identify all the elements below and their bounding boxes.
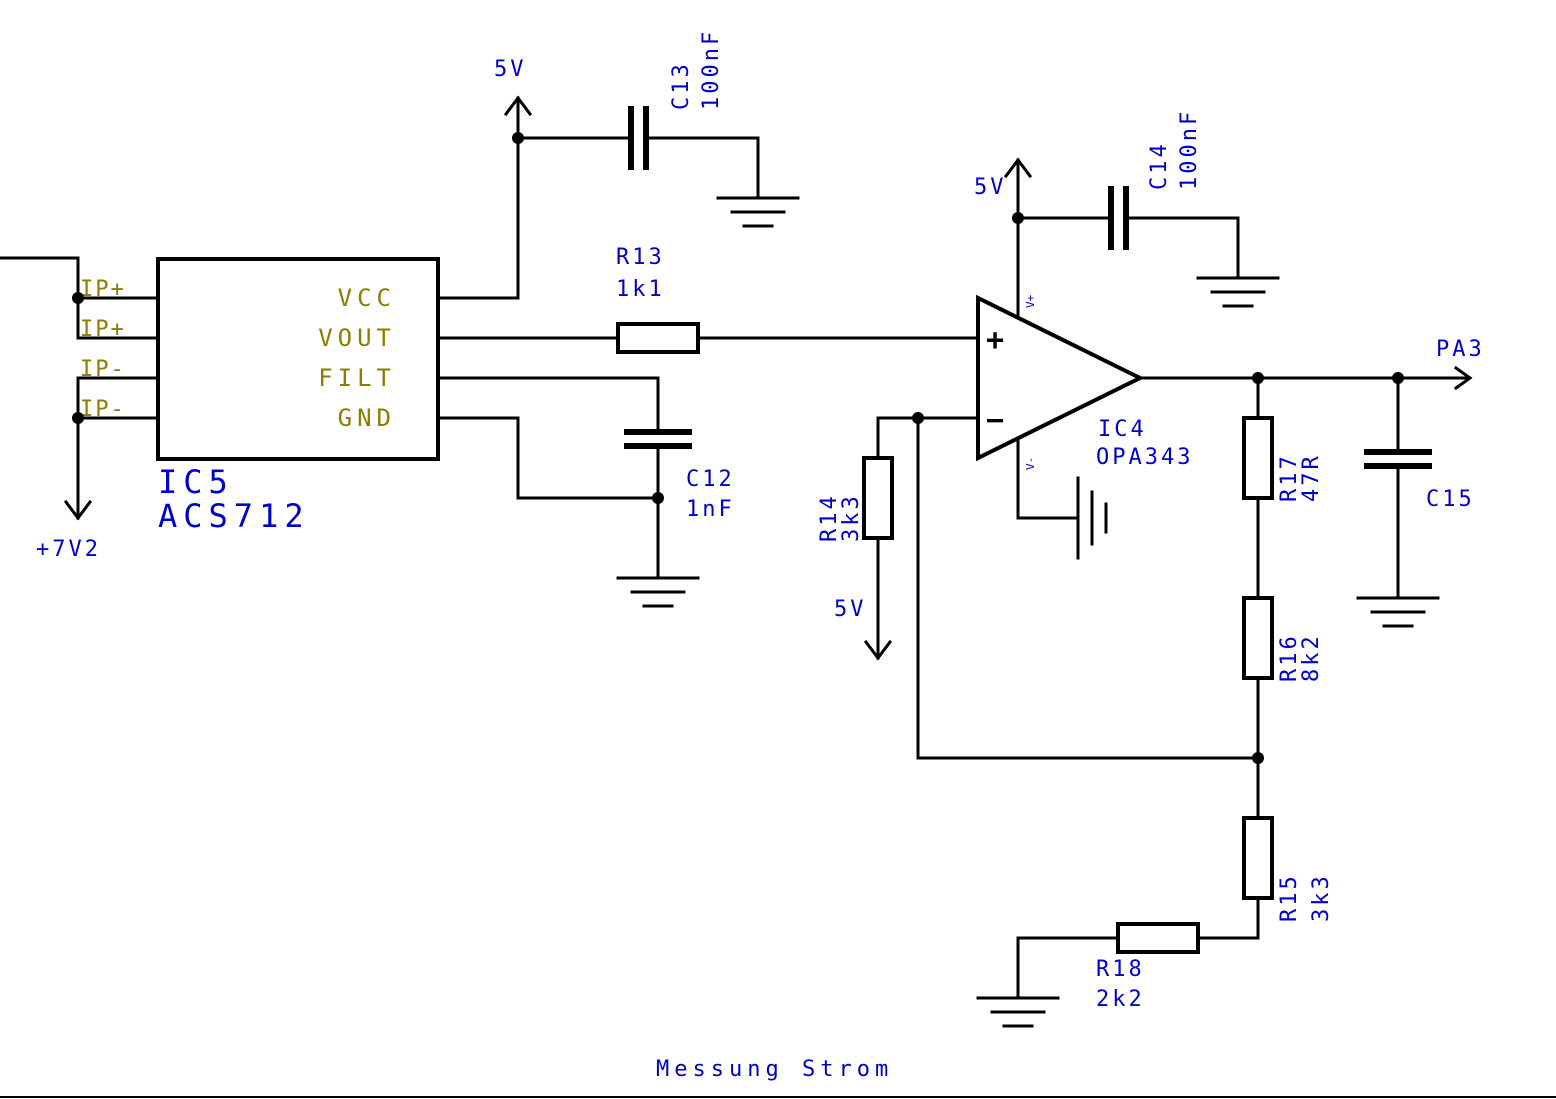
opamp-triangle: [976, 294, 1145, 462]
opamp-plus-symbol: +: [986, 323, 1004, 358]
ic5-ip-minus-2: IP-: [80, 397, 126, 422]
r18-name: R18: [1096, 957, 1145, 982]
c14-name: C14: [1147, 141, 1172, 190]
ic5-ip-minus-1: IP-: [80, 357, 126, 382]
net-pa3-label: PA3: [1436, 337, 1485, 362]
ic5-pin-filt: FILT: [318, 364, 396, 392]
c15-name: C15: [1426, 487, 1475, 512]
supply-5v-arrow-icon: [863, 639, 893, 661]
ground-icon: [1076, 476, 1108, 560]
ic4-opa343[interactable]: + − V+ V- IC4 OPA343: [976, 294, 1193, 470]
ic5-pin-vcc: VCC: [338, 284, 396, 312]
r13-name: R13: [616, 245, 665, 270]
ic5-pin-vout: VOUT: [318, 324, 396, 352]
r16-resistor: [1242, 596, 1274, 680]
opamp-minus-symbol: −: [986, 403, 1004, 438]
filt-net: [436, 376, 700, 608]
c12-value: 1nF: [686, 497, 735, 522]
opamp-vminus-label: V-: [1024, 457, 1037, 470]
ic5-ip-plus-2: IP+: [80, 317, 126, 342]
inverting-input-net: [862, 412, 1260, 760]
r18-resistor: [1116, 922, 1200, 954]
r18-value: 2k2: [1096, 987, 1145, 1012]
ic5-acs712[interactable]: VCC VOUT FILT GND IC5 ACS712: [156, 257, 440, 535]
vcc-net: 5V: [436, 57, 800, 300]
pa3-arrow-icon: [1453, 365, 1473, 391]
ic5-name: IC5: [158, 463, 234, 501]
net-7v2-label: +7V2: [36, 537, 101, 562]
ground-icon: [1356, 596, 1440, 628]
ic5-part: ACS712: [158, 497, 310, 535]
r13-resistor: [616, 322, 700, 354]
v7v2-arrow-icon: [63, 499, 93, 521]
vout-net: [436, 322, 980, 354]
ground-icon: [716, 196, 800, 228]
schematic-title: Messung Strom: [656, 1057, 893, 1082]
ic5-pin-gnd: GND: [338, 404, 396, 432]
r17-value: 47R: [1299, 453, 1324, 502]
output-net: [976, 365, 1473, 1028]
net-5v-label-3: 5V: [834, 597, 867, 622]
ground-icon: [976, 996, 1060, 1028]
r16-name: R16: [1277, 633, 1302, 682]
r14-value: 3k3: [839, 493, 864, 542]
r14-name: R14: [817, 493, 842, 542]
r17-name: R17: [1277, 453, 1302, 502]
net-5v-label-1: 5V: [494, 57, 527, 82]
c13-name: C13: [669, 61, 694, 110]
r13-value: 1k1: [616, 277, 665, 302]
r15-name: R15: [1277, 873, 1302, 922]
net-5v-label-2: 5V: [974, 175, 1007, 200]
c13-value: 100nF: [699, 29, 724, 110]
c12-name: C12: [686, 467, 735, 492]
r15-value: 3k3: [1309, 873, 1334, 922]
r15-resistor: [1242, 816, 1274, 900]
opamp-vplus-label: V+: [1024, 294, 1037, 308]
ic4-supply: [1003, 157, 1280, 560]
supply-5v-arrow-icon: [503, 95, 533, 117]
ic4-part: OPA343: [1096, 445, 1193, 470]
c14-value: 100nF: [1177, 109, 1202, 190]
ic4-name: IC4: [1098, 417, 1147, 442]
ic5-input-pins: IP+ IP+ IP- IP- +7V2: [0, 256, 160, 562]
ground-icon: [616, 576, 700, 608]
ic5-body: [156, 257, 440, 461]
ground-icon: [1196, 276, 1280, 308]
r17-resistor: [1242, 416, 1274, 500]
r16-value: 8k2: [1299, 633, 1324, 682]
r14-resistor: [862, 456, 894, 540]
supply-5v-arrow-icon: [1003, 157, 1033, 179]
ic5-ip-plus-1: IP+: [80, 277, 126, 302]
